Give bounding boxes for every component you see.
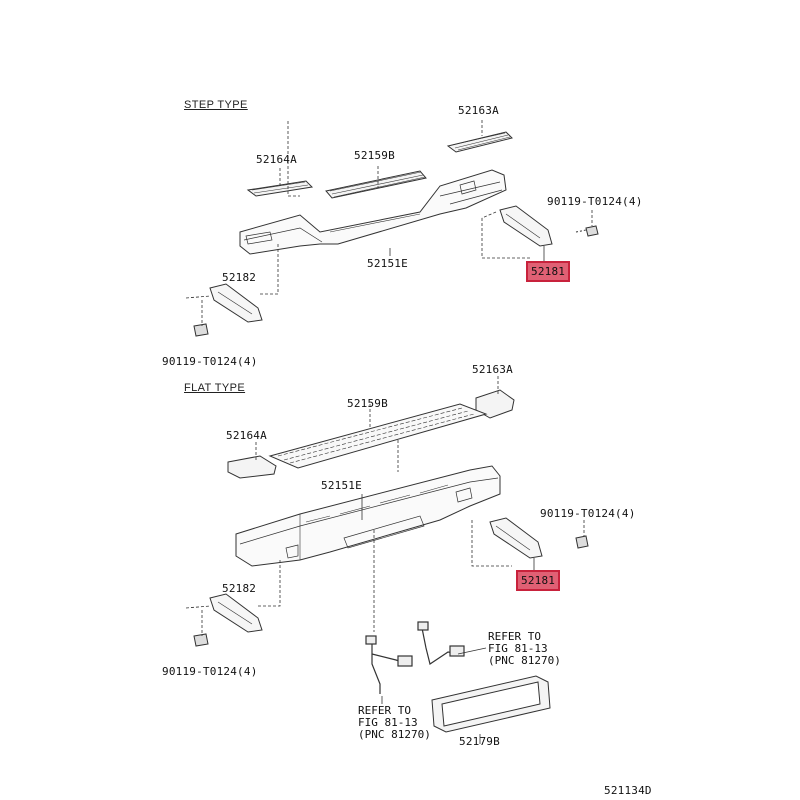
section-step-type: STEP TYPE	[184, 99, 248, 111]
label-step-52181: 52181	[525, 261, 571, 282]
label-flat-52179b: 52179B	[459, 735, 500, 748]
refer-right-line-3: (PNC 81270)	[488, 654, 561, 667]
label-flat-bolt-left: 90119-T0124(4)	[162, 665, 258, 678]
step-bracket-52182	[193, 283, 263, 337]
label-step-bolt-right: 90119-T0124(4)	[547, 195, 643, 208]
label-step-52182: 52182	[222, 271, 257, 284]
refer-left-line-1: REFER TO	[358, 704, 411, 717]
refer-left-line-2: FIG 81-13	[358, 716, 418, 729]
flat-bracket-52182	[193, 593, 263, 647]
label-flat-52151e: 52151E	[321, 479, 362, 492]
section-flat-type: FLAT TYPE	[184, 382, 246, 394]
label-step-bolt-left: 90119-T0124(4)	[162, 355, 258, 368]
step-pad-52159b	[325, 170, 427, 199]
highlighted-part-flat-52181[interactable]: 52181	[515, 570, 561, 591]
step-pad-52164a	[246, 180, 314, 197]
refer-right-line-1: REFER TO	[488, 630, 541, 643]
label-flat-52181: 52181	[515, 570, 561, 591]
step-bumper-52151e	[239, 169, 507, 255]
label-flat-52164a: 52164A	[226, 429, 267, 442]
license-frame-52179b	[431, 675, 551, 733]
label-flat-bolt-right: 90119-T0124(4)	[540, 507, 636, 520]
flat-bumper-52151e	[235, 465, 501, 567]
flat-cap-52164a	[227, 455, 277, 479]
highlighted-part-step-52181[interactable]: 52181	[525, 261, 571, 282]
label-step-52163a: 52163A	[458, 104, 499, 117]
label-step-52151e: 52151E	[367, 257, 408, 270]
label-step-52164a: 52164A	[256, 153, 297, 166]
wiring-harness	[365, 621, 465, 694]
step-pad-52163a	[446, 131, 513, 153]
diagram-id: 521134D	[604, 784, 652, 797]
refer-right-line-2: FIG 81-13	[488, 642, 548, 655]
refer-left-line-3: (PNC 81270)	[358, 728, 431, 741]
label-flat-52182: 52182	[222, 582, 257, 595]
step-bracket-52181	[499, 205, 599, 247]
flat-pad-52159b	[268, 403, 488, 469]
flat-bracket-52181	[489, 517, 589, 559]
label-flat-52163a: 52163A	[472, 363, 513, 376]
label-step-52159b: 52159B	[354, 149, 395, 162]
label-flat-52159b: 52159B	[347, 397, 388, 410]
